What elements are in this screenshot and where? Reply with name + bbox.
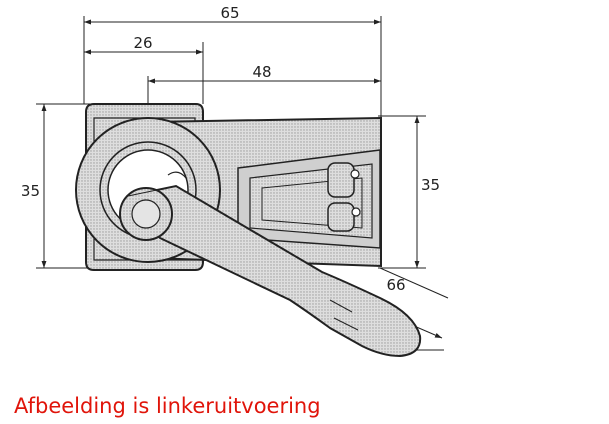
caption-text: Afbeelding is linkeruitvoering [14, 394, 321, 418]
dim-label-overall-width: 65 [220, 4, 239, 22]
dim-label-height-left: 35 [21, 182, 40, 200]
dim-label-pivot-to-end: 48 [252, 63, 271, 81]
dim-label-handle-length: 66 [386, 276, 405, 294]
lock-drawing: 65 26 48 35 35 66 [21, 4, 449, 358]
dim-label-height-right: 35 [421, 176, 440, 194]
lock-handle [119, 184, 422, 358]
dim-label-pivot-offset: 26 [133, 34, 152, 52]
